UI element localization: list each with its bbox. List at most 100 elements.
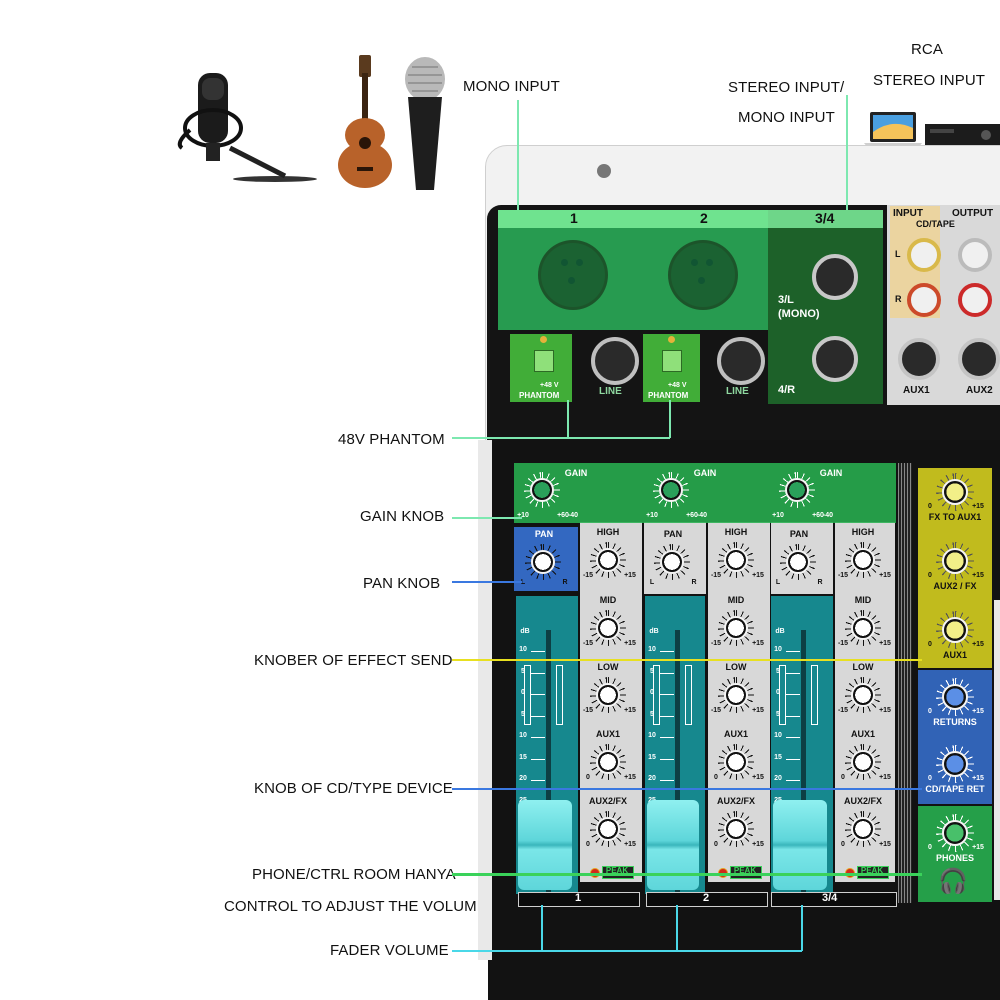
- pan-knob-1[interactable]: [531, 550, 555, 574]
- line-jack-2[interactable]: [717, 337, 765, 385]
- rca-input-r-jack[interactable]: [907, 283, 941, 317]
- phantom-button-1[interactable]: [534, 350, 554, 372]
- fader-cap-3[interactable]: [773, 800, 827, 890]
- fader-line-v3: [801, 905, 803, 951]
- fader-meter-r-2: [685, 665, 692, 725]
- high-knob-2[interactable]: [724, 548, 748, 572]
- phantom-button-2[interactable]: [662, 350, 682, 372]
- low-knob-2[interactable]: [724, 683, 748, 707]
- fader-meter-l-1: [524, 665, 531, 725]
- fader-tick-1-0: [531, 651, 545, 652]
- phantom-line-h: [452, 437, 670, 439]
- mid-knob-3[interactable]: [851, 616, 875, 640]
- pan-l-label-2: L: [649, 579, 655, 586]
- returns-knob[interactable]: [942, 684, 968, 710]
- rca-cdtape-label: CD/TAPE: [916, 219, 955, 229]
- strip-nameplate-1: [518, 892, 640, 907]
- low-min-label-3: -15: [837, 707, 849, 714]
- pan-knob-3[interactable]: [786, 550, 810, 574]
- aux1-knob-1[interactable]: [596, 750, 620, 774]
- line-label-1: LINE: [599, 386, 622, 397]
- fader-scale-1-3: 5: [521, 710, 525, 718]
- stereo-input-callout-line1: STEREO INPUT/: [728, 79, 845, 96]
- rca-output-l-jack[interactable]: [958, 238, 992, 272]
- phantom-callout: 48V PHANTOM: [338, 431, 445, 448]
- stereo-input-line: [846, 95, 848, 210]
- aux2-fx-knob[interactable]: [942, 548, 968, 574]
- fader-tick-3-5: [786, 758, 800, 760]
- rca-input-l-jack[interactable]: [907, 238, 941, 272]
- gain-row-highlight: [514, 463, 896, 523]
- xlr-jack-2[interactable]: [668, 240, 738, 310]
- aux2fx-label-3: AUX2/FX: [843, 796, 882, 806]
- laptop-image: [862, 110, 924, 152]
- xlr-jack-1[interactable]: [538, 240, 608, 310]
- gain-knob-2[interactable]: [659, 478, 683, 502]
- fader-scale-3-1: 5: [776, 667, 780, 675]
- fx-to-aux1-knob[interactable]: [942, 479, 968, 505]
- stereo-jack-3l[interactable]: [812, 254, 858, 300]
- fader-scale-2-4: 10: [648, 732, 656, 739]
- gain-max-label-2: +60: [686, 512, 698, 519]
- phones-knob[interactable]: [942, 820, 968, 846]
- mid-knob-1[interactable]: [596, 616, 620, 640]
- high-min-label-1: -15: [582, 572, 594, 579]
- aux1-master-knob[interactable]: [942, 617, 968, 643]
- aux2fx-knob-3[interactable]: [851, 817, 875, 841]
- gain-min-label-1: +10: [517, 512, 529, 519]
- input-green-header: [498, 210, 883, 228]
- mid-label-2: MID: [727, 595, 745, 605]
- gain-label-1: GAIN: [564, 468, 588, 478]
- aux2fx-max-label-3: +15: [879, 841, 891, 848]
- low-knob-3[interactable]: [851, 683, 875, 707]
- aux2fx-knob-2[interactable]: [724, 817, 748, 841]
- mid-knob-2[interactable]: [724, 616, 748, 640]
- fader-track-1: [546, 630, 551, 892]
- line-jack-1[interactable]: [591, 337, 639, 385]
- pan-knob-2[interactable]: [660, 550, 684, 574]
- aux1-max-label-2: +15: [752, 774, 764, 781]
- rca-output-r-jack[interactable]: [958, 283, 992, 317]
- cd-tape-ret-knob[interactable]: [942, 751, 968, 777]
- high-knob-3[interactable]: [851, 548, 875, 572]
- gain-knob-3[interactable]: [785, 478, 809, 502]
- fader-track-3: [801, 630, 806, 892]
- aux1-knob-3[interactable]: [851, 750, 875, 774]
- aux1-knob-2[interactable]: [724, 750, 748, 774]
- fader-scale-1-6: 20: [519, 775, 527, 782]
- line-label-2: LINE: [726, 386, 749, 397]
- low-knob-1[interactable]: [596, 683, 620, 707]
- aux1-max-label-3: +15: [879, 774, 891, 781]
- aux2fx-min-label-1: 0: [586, 841, 590, 848]
- aux2-jack[interactable]: [958, 338, 1000, 380]
- rca-callout-line2: STEREO INPUT: [873, 72, 986, 89]
- aux2fx-min-label-2: 0: [714, 841, 718, 848]
- fader-line-v1: [541, 905, 543, 951]
- fader-scale-1-0: 10: [519, 646, 527, 653]
- high-knob-1[interactable]: [596, 548, 620, 572]
- master-divider: [898, 463, 912, 903]
- phone-callout-line2: CONTROL TO ADJUST THE VOLUME: [224, 898, 487, 915]
- aux2-fx-min-label: 0: [928, 572, 932, 579]
- rca-callout-line1: RCA: [911, 41, 943, 58]
- fader-scale-3-0: 10: [774, 646, 782, 653]
- fader-meter-r-3: [811, 665, 818, 725]
- stereo-mono-label: (MONO): [778, 308, 820, 320]
- fader-cap-1[interactable]: [518, 800, 572, 890]
- mono-input-line: [517, 100, 519, 210]
- fader-tick-1-6: [531, 780, 545, 781]
- stereo-jack-4r[interactable]: [812, 336, 858, 382]
- aux2-fx-label: AUX2 / FX: [933, 581, 977, 591]
- fx-to-aux1-max-label: +15: [972, 503, 984, 510]
- fader-cap-2[interactable]: [647, 800, 699, 890]
- fx-to-aux1-label: FX TO AUX1: [928, 512, 982, 522]
- low-label-3: LOW: [852, 662, 874, 672]
- mid-max-label-3: +15: [879, 640, 891, 647]
- aux2fx-knob-1[interactable]: [596, 817, 620, 841]
- fader-tick-1-5: [531, 758, 545, 760]
- aux1-jack[interactable]: [898, 338, 940, 380]
- cd-tape-ret-max-label: +15: [972, 775, 984, 782]
- fader-scale-2-2: 0: [650, 689, 654, 696]
- gain-knob-1[interactable]: [530, 478, 554, 502]
- rca-output-label: OUTPUT: [952, 208, 994, 219]
